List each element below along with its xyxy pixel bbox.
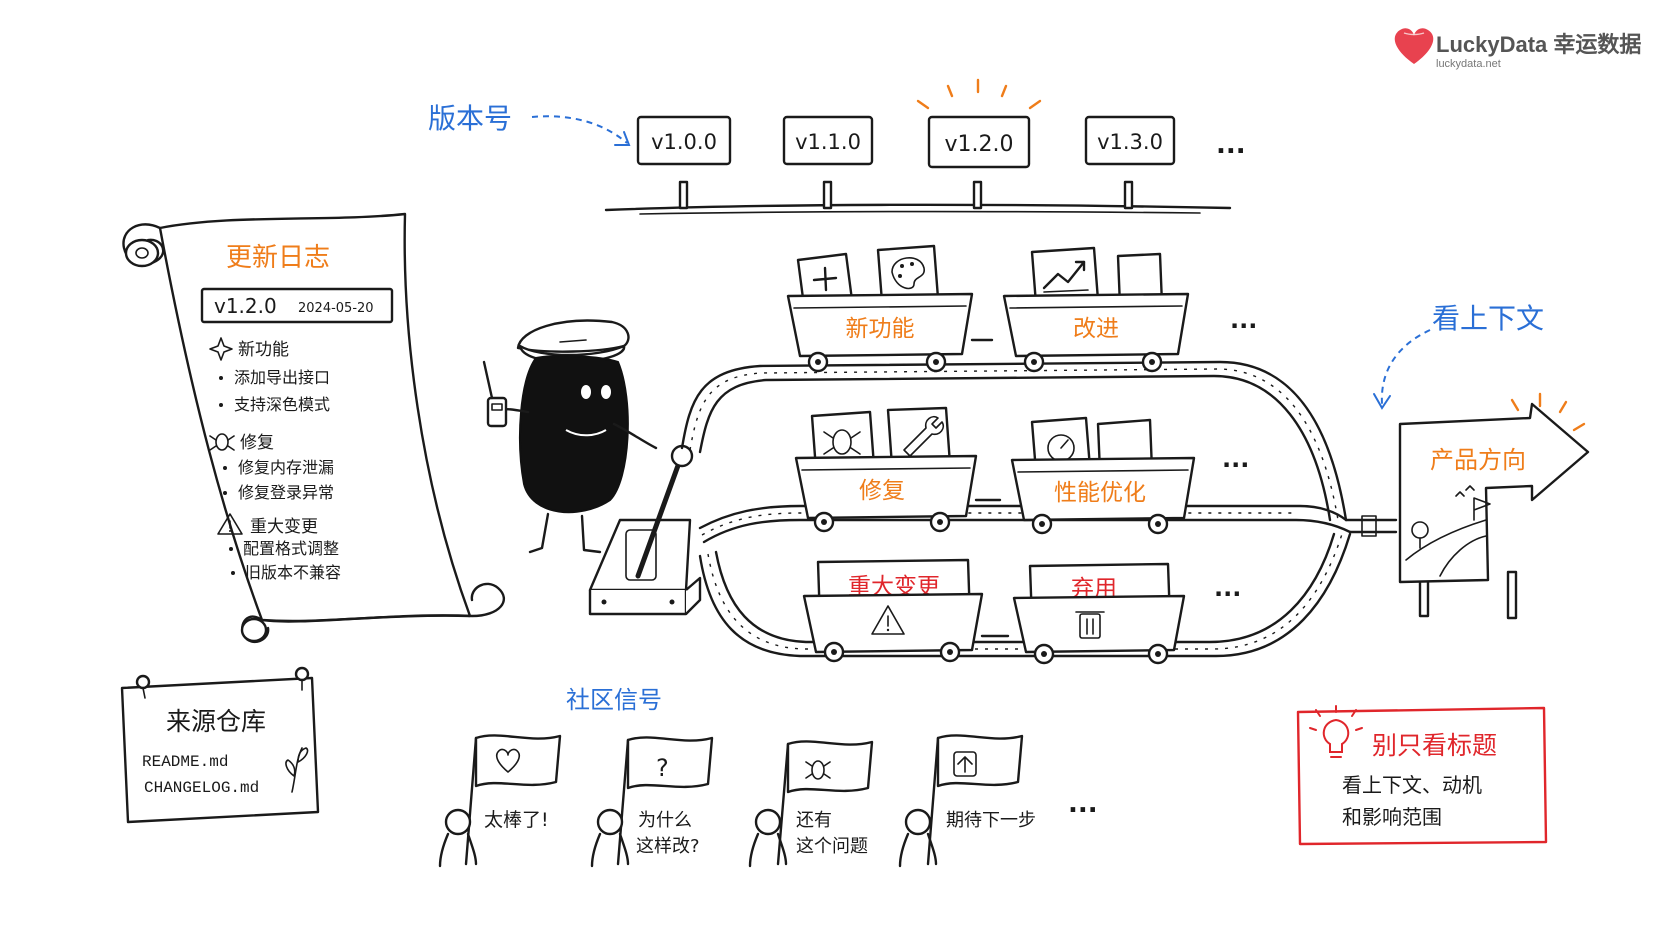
question-icon: ? [656, 754, 669, 782]
changelog-item: 修复内存泄漏 [238, 458, 334, 477]
brand-name: LuckyData 幸运数据 [1436, 32, 1641, 57]
changelog-item: 支持深色模式 [234, 395, 330, 414]
conductor-character [482, 319, 658, 554]
tip-title: 别只看标题 [1372, 731, 1497, 760]
heart-icon [495, 748, 521, 773]
tip-line: 和影响范围 [1342, 805, 1442, 829]
signal-line: 还有 [796, 810, 832, 831]
section-title-fixes: 修复 [240, 433, 274, 453]
radio-icon [482, 360, 508, 428]
version-more: ... [1216, 130, 1246, 160]
track-more-middle: ... [1222, 445, 1249, 473]
version-badge [200, 287, 394, 324]
source-repo-title: 来源仓库 [166, 707, 266, 736]
changelog-item: 添加导出接口 [234, 368, 330, 387]
community-signal: ? 为什么 这样改? [590, 736, 714, 868]
cart-label: 改进 [1073, 316, 1119, 342]
context-label: 看上下文 [1432, 302, 1544, 335]
cart-fixes: 修复 [794, 406, 1002, 533]
version-label-4: v1.3.0 [1097, 130, 1163, 154]
changelog-version: v1.2.0 [214, 294, 277, 318]
cart-deprecated: 弃用 [1012, 562, 1186, 665]
version-label-3: v1.2.0 [945, 132, 1014, 157]
section-title-features: 新功能 [238, 340, 289, 360]
landscape-icon [1405, 485, 1491, 577]
version-sign-4: v1.3.0 [1084, 115, 1176, 210]
changelog-section-features: 新功能 添加导出接口 支持深色模式 [209, 337, 330, 414]
track-more-top: ... [1230, 306, 1257, 334]
trend-up-icon [1042, 260, 1089, 293]
palette-icon [891, 257, 925, 290]
cart-label: 性能优化 [1054, 480, 1146, 506]
signal-line: 这个问题 [796, 836, 868, 857]
community-signal: 期待下一步 [898, 734, 1036, 868]
changelog-item: 旧版本不兼容 [245, 563, 341, 582]
changelog-item: 修复登录异常 [238, 483, 334, 502]
tip-box: 别只看标题 看上下文、动机 和影响范围 [1296, 705, 1548, 846]
source-file: CHANGELOG.md [144, 779, 259, 797]
community-signals: 社区信号 太棒了! ? 为什么 这样改? [438, 686, 1098, 868]
version-track: 版本号 v1.0.0 v1.1.0 v1.2.0 [428, 78, 1246, 215]
changelog-title: 更新日志 [226, 243, 330, 273]
community-signal: 太棒了! [438, 734, 562, 868]
source-repo-board: 来源仓库 README.md CHANGELOG.md [120, 666, 320, 824]
cart-new-features: 新功能 [786, 244, 994, 373]
version-sign-2: v1.1.0 [782, 115, 874, 210]
bug-icon [209, 433, 235, 451]
sparkle-icon [209, 337, 233, 361]
version-label-2: v1.1.0 [795, 130, 861, 154]
bug-icon [805, 760, 831, 780]
signal-line: 期待下一步 [946, 810, 1036, 831]
signal-line: 太棒了! [484, 809, 549, 831]
version-label-1: v1.0.0 [651, 130, 717, 154]
version-sign-3-highlight: v1.2.0 [916, 78, 1042, 210]
track-more-bottom: ... [1214, 574, 1241, 602]
heart-logo-icon [1394, 28, 1434, 64]
community-signal: 还有 这个问题 [748, 740, 874, 868]
warning-icon [871, 605, 905, 635]
changelog-scroll: 更新日志 v1.2.0 2024-05-20 新功能 添加导出接口 支持深色模式… [122, 212, 505, 644]
cart-performance: 性能优化 [1010, 416, 1196, 535]
source-file: README.md [142, 753, 228, 771]
sign-rays-icon [1510, 392, 1586, 432]
rail-tracks [680, 360, 1398, 658]
destination-sign-label: 产品方向 [1430, 446, 1526, 474]
community-more: ... [1068, 789, 1098, 819]
lightbulb-icon [1309, 705, 1363, 758]
bug-icon [823, 429, 861, 455]
brand-url: luckydata.net [1436, 58, 1501, 70]
highlight-rays-icon [916, 78, 1042, 110]
signal-line: 这样改? [636, 836, 700, 857]
changelog-section-fixes: 修复 修复内存泄漏 修复登录异常 [209, 433, 334, 502]
version-track-label: 版本号 [428, 102, 512, 135]
cart-label: 修复 [859, 478, 905, 504]
plus-icon [812, 266, 838, 292]
section-title-breaking: 重大变更 [250, 517, 318, 537]
plant-icon [285, 747, 309, 793]
cart-improvements: 改进 [1002, 246, 1190, 373]
version-sign-1: v1.0.0 [636, 115, 732, 210]
track-switch-lever [588, 444, 702, 616]
changelog-section-breaking: 重大变更 配置格式调整 旧版本不兼容 [217, 513, 341, 582]
arrow-up-icon [953, 751, 977, 777]
tip-line: 看上下文、动机 [1342, 773, 1482, 797]
cart-breaking-changes: 重大变更 [802, 558, 1010, 663]
wrench-icon [903, 415, 945, 457]
cart-label: 新功能 [846, 316, 915, 342]
changelog-date: 2024-05-20 [298, 301, 374, 316]
community-title: 社区信号 [566, 686, 662, 714]
signal-line: 为什么 [638, 810, 692, 831]
changelog-item: 配置格式调整 [243, 539, 339, 558]
warning-icon [217, 513, 243, 535]
destination: 看上下文 产品方向 [1373, 302, 1590, 620]
trash-icon [1075, 611, 1105, 639]
brand-logo: LuckyData 幸运数据 luckydata.net [1394, 28, 1641, 70]
